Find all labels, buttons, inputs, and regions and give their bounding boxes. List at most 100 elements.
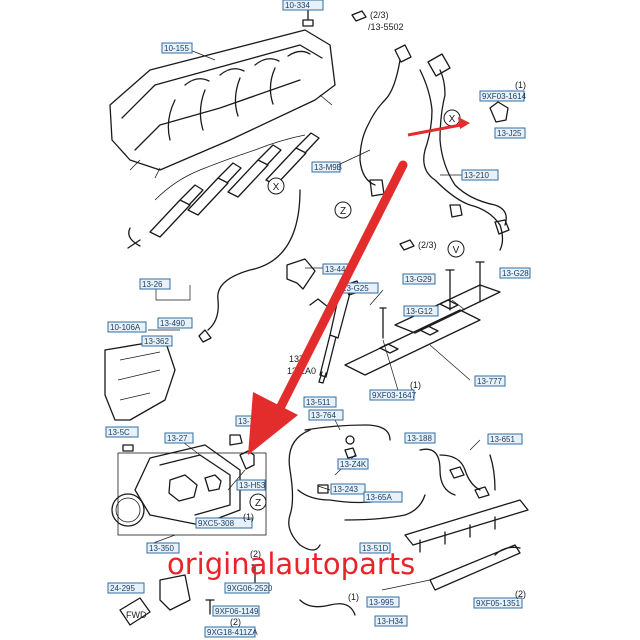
part-label-text: 9XF03-1614 [482,92,527,101]
part-label-text: 13-H34 [377,617,404,626]
part-label-text: 13-350 [149,544,174,553]
part-label-bolt-f: 13-243 [330,483,366,495]
ref-top-text: (2/3) [370,10,389,20]
part-label-pump-bracket: 13-5C [105,426,139,438]
part-label-text: 13-651 [490,435,515,444]
part-label-text: 9XF05-1351 [476,599,521,608]
part-label-seal-rail: 13-777 [474,375,506,387]
part-label-text: 13-210 [464,171,489,180]
part-label-bolt-j: 9XF06-1149 [212,605,260,617]
bottom-bracket [159,564,356,616]
part-label-text: 10-106A [110,323,141,332]
part-labels: 10-33410-15513-2613-49010-106A13-36213-M… [105,0,531,638]
common-rail [404,499,529,553]
leak-off-pipe [198,189,301,343]
ref-mid-text: (2/3) [418,240,437,250]
part-label-cover: 10-155 [161,42,193,54]
part-label-text: 13-H53 [239,481,266,490]
svg-text:X: X [273,182,280,193]
part-label-text: 13-362 [144,337,169,346]
rail-bracket [286,258,316,290]
rail-cover [429,544,521,591]
qty-4: (2) [250,549,261,559]
fwd-label: FWD [126,610,147,620]
cylinder-head-cover [109,29,336,179]
callout-x-2: X [443,109,461,127]
part-label-bolt-d: 13-H53 [236,479,266,491]
part-label-text: 13-511 [306,398,331,407]
part-label-gear: 13-27 [164,432,194,444]
svg-text:Z: Z [340,206,346,217]
svg-text:X: X [449,114,456,125]
part-label-text: 10-155 [164,44,189,53]
part-label-text: 10-334 [285,1,310,10]
part-label-pipe-a: 13-65A [363,491,403,503]
part-label-text: 13-Z4K [340,460,367,469]
part-label-text: 13-777 [477,377,502,386]
fuel-harness [359,44,510,251]
part-label-text: 13-188 [407,434,432,443]
ref-center-text: 1372 [289,354,309,364]
part-label-injector-clip: 13-G29 [402,273,436,285]
part-label-pipe-d: 13-H34 [374,615,408,627]
part-label-pipe-e: 13-995 [366,596,400,608]
part-label-bolt-k: 9XG06-2520 [224,582,273,594]
part-label-bracket-bottom: 24-295 [107,582,145,594]
qty-1: (1) [515,80,526,90]
qty-5: (2) [230,617,241,627]
part-label-text: 13-490 [160,319,185,328]
part-label-bolt-a: 9XF03-1614 [479,90,527,102]
part-label-text: 13-G12 [406,307,433,316]
part-label-cover-b: 13-G12 [403,305,439,317]
callout-z-1: Z [334,201,352,219]
part-label-text: 13-27 [167,434,188,443]
pump-small-parts [122,434,243,452]
part-label-text: 13-51D [362,544,388,553]
injector-set [127,132,320,249]
svg-text:V: V [453,245,460,256]
part-label-text: 9XC5-308 [198,519,235,528]
part-label-text: 13-G29 [405,275,432,284]
part-label-text: 13-764 [311,411,336,420]
part-label-bracket-left-a: 10-106A [107,321,147,333]
part-label-text: 13-995 [369,598,394,607]
part-label-text: 13-65A [366,493,392,502]
callout-x-1: X [267,177,285,195]
part-label-text: 13-J25 [497,129,522,138]
part-label-bolt-c: 9XF03-1647 [369,389,417,401]
part-label-text: 9XG06-2520 [227,584,273,593]
part-label-text: 13-44 [325,265,346,274]
callout-v-1: V [447,240,465,258]
part-label-top-part: 10-334 [282,0,324,11]
hp-pipes [288,424,496,551]
part-label-text: 13-5C [108,428,130,437]
qty-3: (1) [243,512,254,522]
part-label-bracket-left-b: 13-362 [141,335,173,347]
part-label-bolt-h: 13-651 [487,433,523,445]
ref-top-sub: /13-5502 [368,22,404,32]
top-bolt [302,7,314,27]
part-label-bolt-e: 13-764 [308,409,344,421]
part-label-bolt-g: 13-188 [404,432,436,444]
part-label-text: 9XG18-411ZA [207,628,258,637]
part-label-stud: 9XC5-308 [195,517,253,529]
part-label-harness: 13-210 [461,169,499,181]
part-label-connector-v: 13-M9B [311,161,342,173]
part-label-text: 13-243 [333,485,358,494]
part-label-clip-a: 13-J25 [494,127,526,139]
part-label-bolt-n: 9XG18-411ZA [204,626,258,638]
ref-top: (2/3) /13-5502 [351,10,404,32]
fuel-pump-group [111,444,267,536]
svg-text:Z: Z [255,498,261,509]
part-label-pipe-b: 13-51D [359,542,391,554]
part-label-text: 13-G28 [502,269,529,278]
part-label-clip-b: 13-Z4K [337,458,369,470]
part-label-pump: 13-350 [146,542,180,554]
qty-marks: (1) (1) (1) (2) (2) (2) (1) [230,80,526,627]
red-arrow-small [407,117,470,137]
ref-mid: (2/3) [399,239,437,251]
part-label-text: 13-M9B [314,163,342,172]
pump-bracket [104,339,176,421]
rail-bolts [379,261,485,339]
